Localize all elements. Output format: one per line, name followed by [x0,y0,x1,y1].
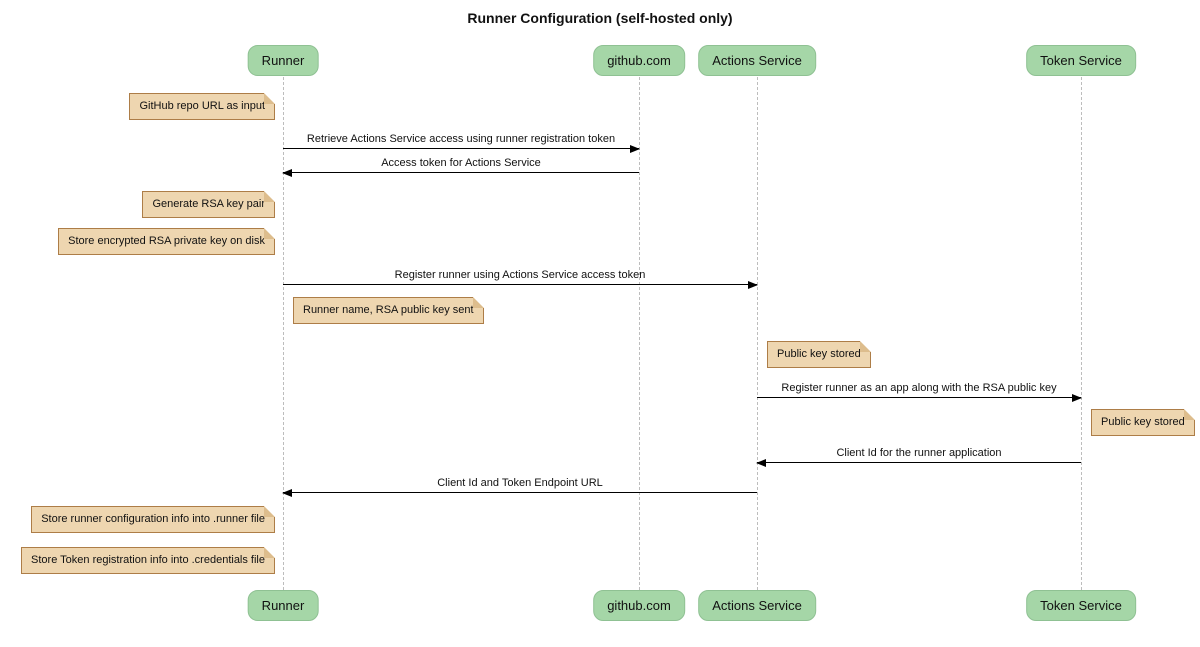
arrowhead-left-icon [282,169,292,177]
participant-token-service-bottom: Token Service [1026,590,1136,621]
participant-token-service-top: Token Service [1026,45,1136,76]
note-github-repo-url-as-input: GitHub repo URL as input [129,93,275,120]
message-line [756,459,1081,467]
message-access-token-for-actions-service: Access token for Actions Service [282,157,639,177]
message-retrieve-actions-service-access: Retrieve Actions Service access using ru… [283,133,640,153]
message-line [283,145,640,153]
message-client-id-for-runner-application: Client Id for the runner application [756,447,1081,467]
arrowhead-right-icon [1072,394,1082,402]
lifeline-runner [283,77,284,590]
note-generate-rsa-key-pair: Generate RSA key pair [142,191,275,218]
message-client-id-and-token-endpoint-url: Client Id and Token Endpoint URL [282,477,757,497]
note-public-key-stored-actions-service: Public key stored [767,341,871,368]
message-line [757,394,1082,402]
participant-github-top: github.com [593,45,685,76]
participant-actions-service-top: Actions Service [698,45,816,76]
message-label: Register runner using Actions Service ac… [394,269,646,281]
arrowhead-left-icon [282,489,292,497]
message-label: Access token for Actions Service [381,157,541,169]
message-line [282,169,639,177]
lifeline-github [639,77,640,590]
message-label: Register runner as an app along with the… [781,382,1057,394]
message-register-runner-as-app: Register runner as an app along with the… [757,382,1082,402]
participant-github-bottom: github.com [593,590,685,621]
message-label: Retrieve Actions Service access using ru… [306,133,616,145]
message-register-runner: Register runner using Actions Service ac… [283,269,758,289]
note-runner-name-rsa-public-key-sent: Runner name, RSA public key sent [293,297,484,324]
participant-runner-bottom: Runner [247,590,319,621]
note-store-encrypted-rsa-private-key: Store encrypted RSA private key on disk [58,228,275,255]
arrowhead-left-icon [756,459,766,467]
diagram-title: Runner Configuration (self-hosted only) [467,10,733,26]
note-public-key-stored-token-service: Public key stored [1091,409,1195,436]
participant-runner-top: Runner [247,45,319,76]
message-line [282,489,757,497]
message-label: Client Id for the runner application [836,447,1002,459]
arrowhead-right-icon [748,281,758,289]
note-store-token-registration: Store Token registration info into .cred… [21,547,275,574]
note-store-runner-configuration: Store runner configuration info into .ru… [31,506,275,533]
arrowhead-right-icon [630,145,640,153]
lifeline-token-service [1081,77,1082,590]
lifeline-actions-service [757,77,758,590]
message-line [283,281,758,289]
participant-actions-service-bottom: Actions Service [698,590,816,621]
message-label: Client Id and Token Endpoint URL [437,477,603,489]
